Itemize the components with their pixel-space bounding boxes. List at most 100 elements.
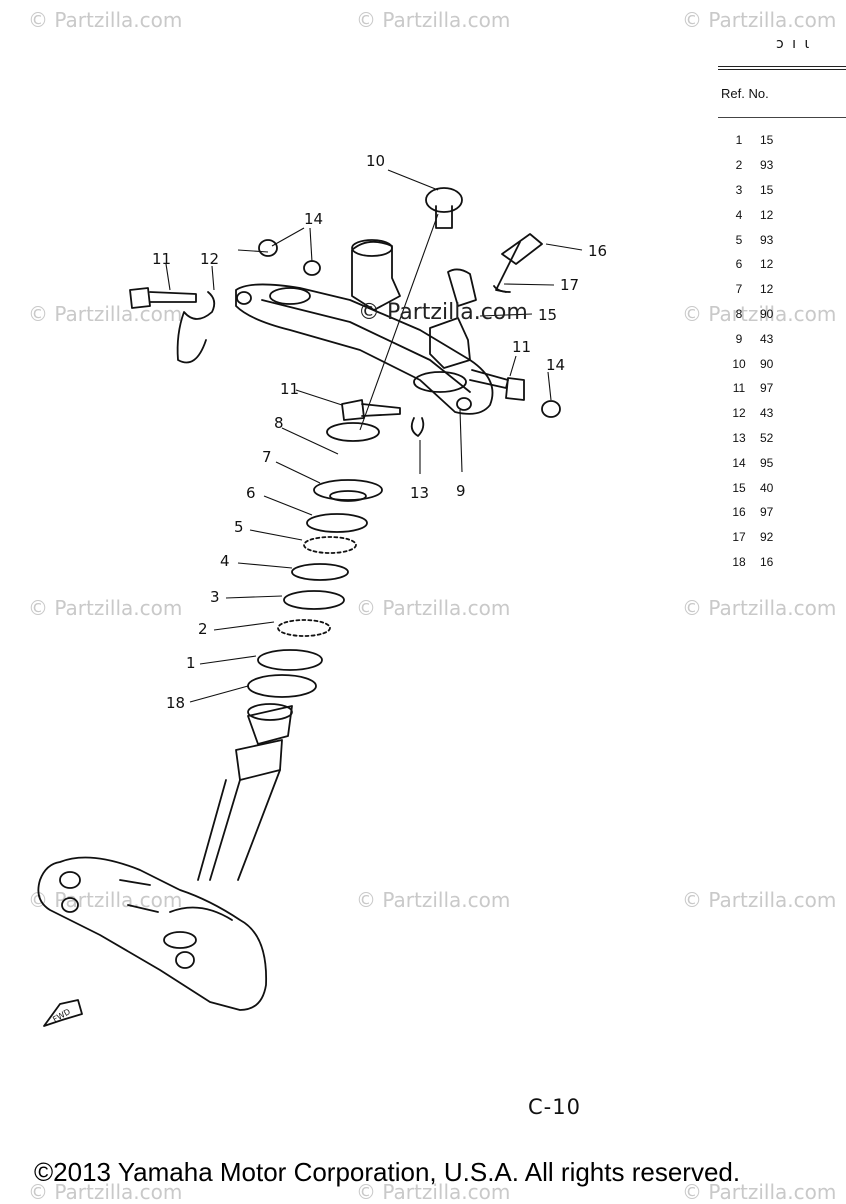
leader-lines (165, 169, 583, 703)
part-number-fragment: 15 (760, 182, 774, 197)
ref-number: 15 (732, 480, 746, 495)
part-number-fragment: 12 (760, 257, 774, 272)
part-number-fragment: 95 (760, 455, 774, 470)
ref-number: 3 (735, 182, 743, 197)
part-number-fragment: 43 (760, 331, 774, 346)
callout-10: 10 (366, 152, 385, 170)
table-row: 6 12 (718, 252, 846, 277)
ref-number: 6 (735, 257, 743, 272)
callout-14: 14 (304, 210, 323, 228)
watermark: © Partzilla.com (682, 888, 837, 912)
part-number-fragment: 97 (760, 505, 774, 520)
table-row: 1 15 (718, 128, 846, 153)
part-number-fragment: 12 (760, 207, 774, 222)
ref-number: 8 (735, 306, 743, 321)
callout-6: 6 (246, 484, 256, 502)
callout-7: 7 (262, 448, 272, 466)
watermark: © Partzilla.com (28, 8, 183, 32)
watermark: © Partzilla.com (356, 596, 511, 620)
ref-number: 16 (732, 505, 746, 520)
callout-11: 11 (152, 250, 171, 268)
watermark: © Partzilla.com (28, 596, 183, 620)
part-number-fragment: 97 (760, 381, 774, 396)
callout-14: 14 (546, 356, 565, 374)
ref-number: 4 (735, 207, 743, 222)
callout-13: 13 (410, 484, 429, 502)
ref-number: 12 (732, 406, 746, 421)
table-row: 5 93 (718, 227, 846, 252)
watermark: © Partzilla.com (28, 302, 183, 326)
part-number-fragment: 16 (760, 554, 774, 569)
part-number-fragment: 93 (760, 232, 774, 247)
ref-number: 14 (732, 455, 746, 470)
steering-stem-part (37, 703, 293, 1011)
callout-1: 1 (186, 654, 196, 672)
table-row: 9 43 (718, 326, 846, 351)
callout-12: 12 (200, 250, 219, 268)
ref-number: 9 (735, 331, 743, 346)
callout-2: 2 (198, 620, 208, 638)
part-number-fragment: 43 (760, 406, 774, 421)
table-row: 13 52 (718, 426, 846, 451)
table-header-rule (718, 117, 846, 118)
table-row: 3 15 (718, 178, 846, 203)
ref-number: 13 (732, 430, 746, 445)
part-number-fragment: 52 (760, 430, 774, 445)
table-row: 7 12 (718, 277, 846, 302)
part-number-fragment: 90 (760, 356, 774, 371)
ref-number: 10 (732, 356, 746, 371)
header-fragment: ɔ ı ι (776, 36, 812, 52)
fwd-label: FWD (51, 1007, 72, 1024)
watermark: © Partzilla.com (682, 8, 837, 32)
table-row: 14 95 (718, 450, 846, 475)
fwd-arrow-icon (43, 999, 83, 1027)
copyright-notice: ©2013 Yamaha Motor Corporation, U.S.A. A… (34, 1157, 741, 1187)
ref-number: 5 (735, 232, 743, 247)
table-header: Ref. No. (718, 86, 846, 101)
ref-number: 11 (732, 381, 746, 396)
page-code: C-10 (528, 1095, 581, 1119)
center-watermark: © Partzilla.com (358, 300, 528, 325)
callout-5: 5 (234, 518, 244, 536)
fastener-parts (129, 187, 561, 437)
callout-11: 11 (512, 338, 531, 356)
table-row: 4 12 (718, 202, 846, 227)
table-row: 11 97 (718, 376, 846, 401)
table-top-rule (718, 66, 846, 70)
watermark: © Partzilla.com (356, 8, 511, 32)
callout-16: 16 (588, 242, 607, 260)
ref-number: 1 (735, 133, 743, 148)
ref-no-header: Ref. No. (721, 86, 769, 101)
callout-15: 15 (538, 306, 557, 324)
watermark: © Partzilla.com (682, 302, 837, 326)
ref-number: 2 (735, 158, 743, 173)
table-row: 8 90 (718, 302, 846, 327)
watermark: © Partzilla.com (682, 596, 837, 620)
bearing-stack (247, 422, 383, 698)
part-number-fragment: 12 (760, 282, 774, 297)
callout-8: 8 (274, 414, 284, 432)
table-row: 10 90 (718, 351, 846, 376)
table-row: 12 43 (718, 401, 846, 426)
upper-bracket-part (235, 239, 494, 415)
callout-18: 18 (166, 694, 185, 712)
callout-4: 4 (220, 552, 230, 570)
watermark: © Partzilla.com (28, 888, 183, 912)
part-number-fragment: 90 (760, 306, 774, 321)
callout-17: 17 (560, 276, 579, 294)
part-number-fragment: 40 (760, 480, 774, 495)
part-number-fragment: 15 (760, 133, 774, 148)
callout-11: 11 (280, 380, 299, 398)
watermark: © Partzilla.com (356, 888, 511, 912)
ref-number: 17 (732, 530, 746, 545)
ref-number: 7 (735, 282, 743, 297)
callout-9: 9 (456, 482, 466, 500)
